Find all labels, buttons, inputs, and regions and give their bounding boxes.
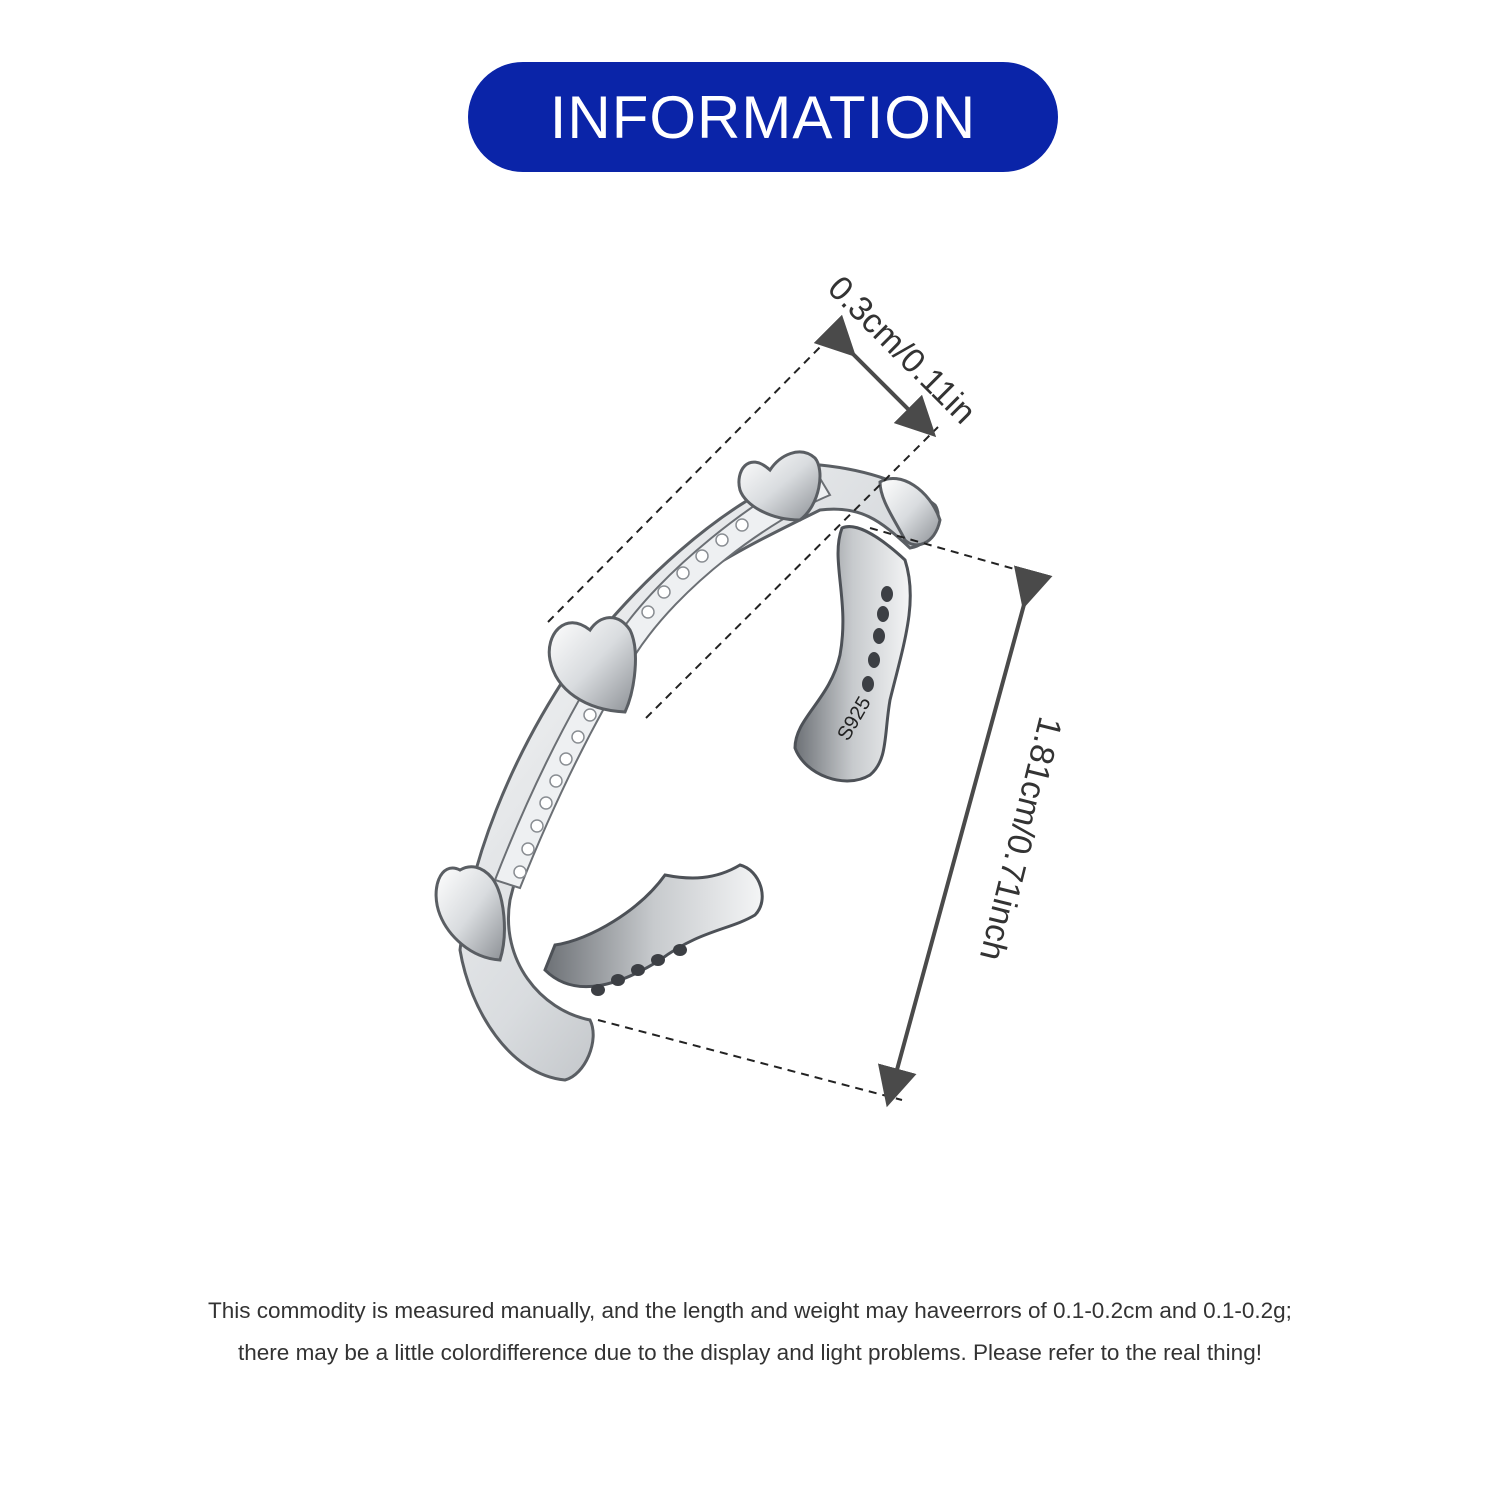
width-guide-line-outer: [547, 334, 833, 623]
ring-main-band: [458, 463, 940, 1082]
ring-bottom-arm: [543, 863, 764, 989]
ring-bottom-arm-stones: [591, 944, 687, 996]
information-banner: INFORMATION: [468, 62, 1058, 172]
height-guide-line-top: [869, 527, 1047, 579]
banner-title: INFORMATION: [549, 83, 977, 151]
height-arrow: [877, 565, 1053, 1108]
height-dimension: 1.81cm/0.71inch: [597, 527, 1069, 1108]
ring-heart-right: [878, 476, 942, 547]
ring-pave-channel: [493, 468, 832, 890]
measurement-disclaimer: This commodity is measured manually, and…: [0, 1290, 1500, 1374]
disclaimer-line-1: This commodity is measured manually, and…: [208, 1298, 1292, 1323]
ring-heart-middle: [547, 616, 637, 714]
height-label: 1.81cm/0.71inch: [972, 713, 1069, 964]
width-label: 0.3cm/0.11in: [820, 269, 983, 432]
disclaimer-line-2: there may be a little colordifference du…: [238, 1340, 1262, 1365]
ring-image: S925: [434, 450, 942, 1082]
width-arrow: [813, 314, 937, 438]
ring-heart-bottom: [434, 865, 506, 962]
ring-pave-stones: [513, 489, 809, 879]
width-guide-line-inner: [645, 426, 939, 719]
ring-heart-top: [737, 450, 822, 522]
height-guide-line-bottom: [597, 1019, 903, 1101]
